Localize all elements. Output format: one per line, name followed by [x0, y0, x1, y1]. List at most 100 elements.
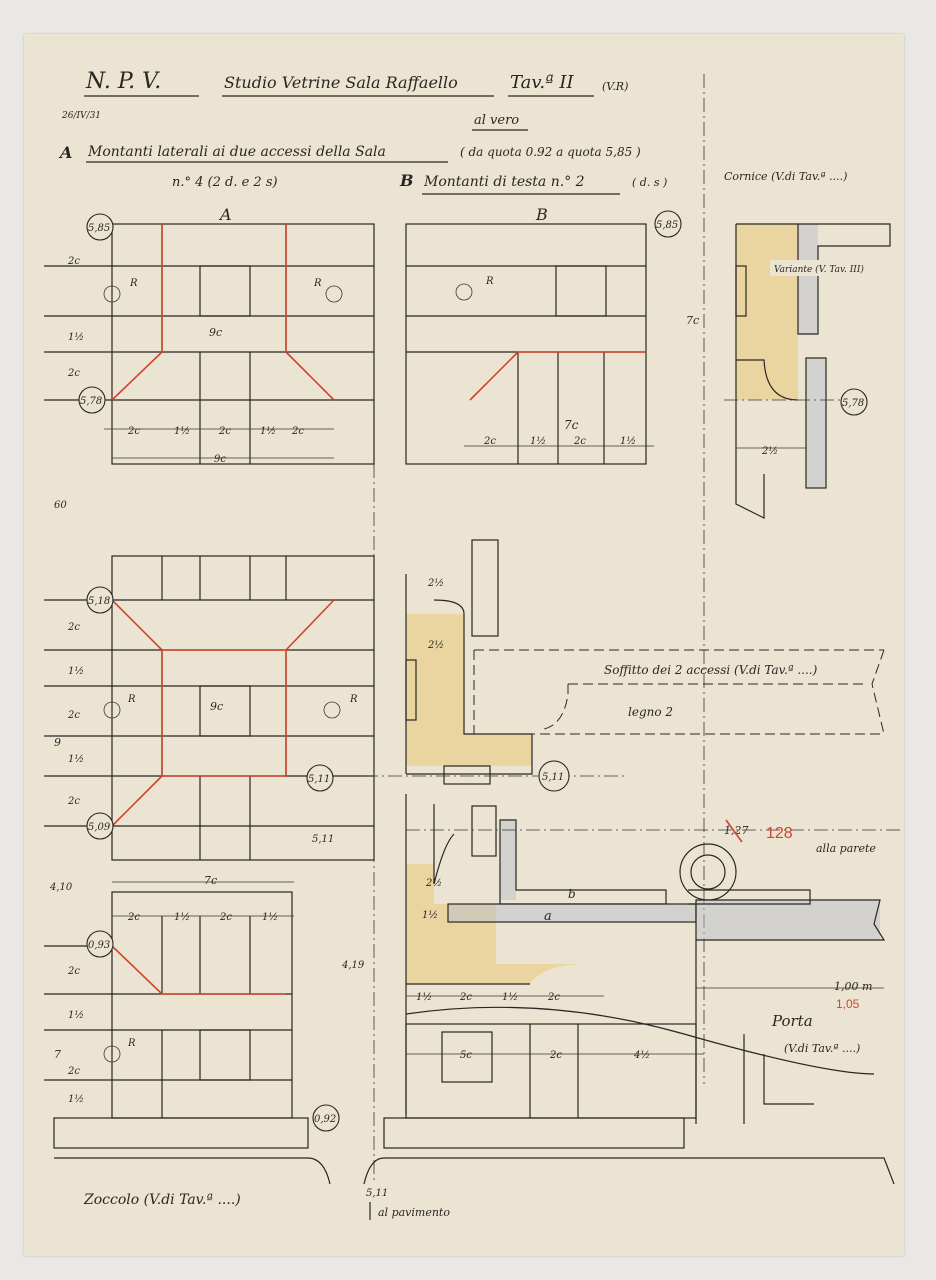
soffitto-section: Soffitto dei 2 accessi (V.di Tav.ª ....)… — [364, 539, 885, 792]
dim: 2½ — [427, 578, 444, 589]
dim: 7 — [54, 1048, 61, 1061]
dim: 2c — [547, 992, 560, 1003]
drawing-stroke — [199, 685, 251, 737]
drawing-stroke — [405, 223, 647, 465]
header-title: Studio Vetrine Sala Raffaello — [224, 73, 458, 92]
drawing-stroke — [199, 1029, 251, 1081]
old-dimension-1-00: 1,00 m — [834, 980, 872, 993]
dim: 1½ — [416, 992, 432, 1003]
r-mark: R — [129, 278, 138, 289]
drawing-stroke — [555, 265, 607, 317]
level-5-11: 5,11 — [308, 774, 330, 785]
drawing-stroke — [471, 805, 497, 857]
drawing-stroke — [103, 1045, 121, 1063]
drawing-stroke — [443, 765, 491, 785]
dim: 2c — [67, 368, 80, 379]
drawing-sheet: N. P. V. Studio Vetrine Sala Raffaello T… — [24, 34, 904, 1256]
part-a-label: a — [544, 909, 552, 924]
level-5-85: 5,85 — [88, 223, 110, 234]
drawing-stroke — [405, 940, 875, 1124]
drawing-stroke — [405, 1023, 697, 1119]
drawing-stroke — [86, 213, 114, 241]
dim: 1½ — [68, 754, 84, 765]
dim: 5c — [460, 1050, 472, 1061]
old-dimension-1-27: 1,27 — [724, 824, 749, 837]
height-4-10: 4,10 — [49, 882, 73, 893]
dim: 9c — [210, 700, 223, 713]
porta-reference: (V.di Tav.ª ....) — [784, 1042, 860, 1055]
drawing-stroke — [770, 260, 900, 276]
drawing-stroke — [654, 210, 682, 238]
dim: 2c — [483, 436, 496, 447]
drawing-stroke — [736, 224, 798, 400]
level-5-78: 5,78 — [80, 396, 102, 407]
drawing-stroke — [798, 224, 818, 334]
level-5-78: 5,78 — [842, 398, 864, 409]
drawing-stroke — [285, 599, 335, 651]
header-code: N. P. V. — [85, 69, 161, 94]
section-a-count: n.° 4 (2 d. e 2 s) — [172, 175, 278, 190]
variante-note: Variante (V. Tav. III) — [774, 264, 864, 275]
dim-60: 60 — [54, 500, 67, 511]
pavimento-note: al pavimento — [378, 1206, 450, 1219]
dim: 2c — [127, 912, 140, 923]
drawing-stroke — [383, 1117, 685, 1149]
drawing-stroke — [111, 555, 375, 861]
dim: 2c — [459, 992, 472, 1003]
technical-drawing: N. P. V. Studio Vetrine Sala Raffaello T… — [44, 69, 904, 1220]
drawing-stroke — [448, 904, 696, 922]
label-a: A — [218, 205, 232, 224]
header-table-note: (V.R) — [602, 80, 628, 93]
new-dimension-128: 128 — [766, 825, 793, 842]
drawing-stroke — [86, 812, 114, 840]
elevation-a-top: A R R 9c 2c 1½ 2c 1½ 2c 9c 2c 1½ 2c 5,85… — [44, 205, 375, 511]
drawing-stroke — [312, 1104, 340, 1132]
r-mark: R — [127, 694, 136, 705]
r-mark: R — [349, 694, 358, 705]
drawing-stroke — [406, 614, 532, 766]
dim: 2c — [219, 912, 232, 923]
drawing-stroke — [325, 285, 343, 303]
porta-label: Porta — [771, 1012, 813, 1030]
soffitto-note: Soffitto dei 2 accessi (V.di Tav.ª ....) — [604, 663, 818, 677]
drawing-stroke — [199, 265, 251, 317]
drawing-stroke — [111, 599, 163, 651]
dim: 1½ — [174, 912, 190, 923]
drawing-stroke — [805, 357, 827, 489]
dim: 2c — [127, 426, 140, 437]
elevation-a-lower: 4,10 7c 2c 1½ 2c 1½ R 2c 1½ 2c 1½ 7 0,93… — [44, 874, 895, 1220]
dim: 1½ — [68, 1010, 84, 1021]
dim: 7c — [204, 874, 217, 887]
lower-section: b a 2½ 1½ 1,27 128 alla parete 1½ 2c 1½ … — [405, 794, 904, 1124]
drawing-stroke — [78, 386, 106, 414]
drawing-stroke — [725, 819, 743, 843]
dim: 2½ — [427, 640, 444, 651]
dim: 2c — [67, 1066, 80, 1077]
drawing-stroke — [441, 1031, 493, 1083]
faint-note: 5,11 — [312, 834, 334, 845]
section-a-title: Montanti laterali ai due accessi della S… — [87, 144, 386, 160]
drawing-stroke — [86, 586, 114, 614]
dim: 1½ — [422, 910, 438, 921]
dim: 4½ — [633, 1050, 650, 1061]
drawing-stroke — [806, 358, 826, 488]
dim: 2c — [549, 1050, 562, 1061]
drawing-stroke — [679, 843, 737, 901]
drawing-stroke — [53, 1117, 309, 1149]
dim: 1½ — [530, 436, 546, 447]
level-0-93: 0,93 — [88, 940, 110, 951]
drawing-stroke — [103, 701, 121, 719]
drawing-stroke — [840, 388, 868, 416]
drawing-stroke — [111, 891, 293, 1119]
r-mark: R — [127, 1038, 136, 1049]
dim: 1½ — [502, 992, 518, 1003]
dim: 2c — [67, 966, 80, 977]
header: N. P. V. Studio Vetrine Sala Raffaello T… — [58, 69, 847, 195]
label-b: B — [535, 205, 548, 224]
r-mark: R — [485, 276, 494, 287]
drawing-stroke — [499, 819, 667, 905]
header-table: Tav.ª II — [510, 72, 574, 93]
dim: 1½ — [68, 1094, 84, 1105]
drawing-stroke — [111, 775, 163, 827]
part-b-label: b — [568, 887, 576, 901]
